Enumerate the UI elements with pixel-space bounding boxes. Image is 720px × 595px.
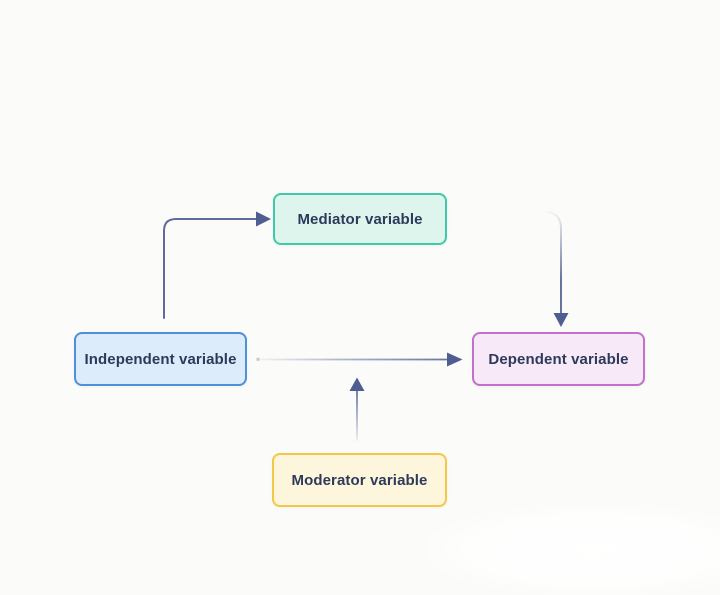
node-dependent-variable: Dependent variable — [472, 332, 645, 386]
arrowhead-down-icon — [553, 313, 569, 327]
node-label: Mediator variable — [297, 210, 423, 228]
node-mediator-variable: Mediator variable — [273, 193, 447, 245]
node-independent-variable: Independent variable — [74, 332, 247, 386]
arrow-mediator-to-dependent — [548, 211, 569, 327]
arrow-independent-to-dependent — [256, 352, 463, 367]
arrowhead-right-icon — [447, 352, 463, 367]
node-label: Dependent variable — [488, 350, 629, 368]
arrow-moderator-to-edge — [349, 377, 365, 441]
node-label: Independent variable — [84, 350, 237, 368]
arrow-independent-to-mediator — [163, 211, 271, 319]
arrowhead-right-icon — [256, 211, 271, 227]
node-moderator-variable: Moderator variable — [272, 453, 447, 507]
node-label: Moderator variable — [291, 471, 428, 489]
arrowhead-up-icon — [349, 377, 365, 391]
